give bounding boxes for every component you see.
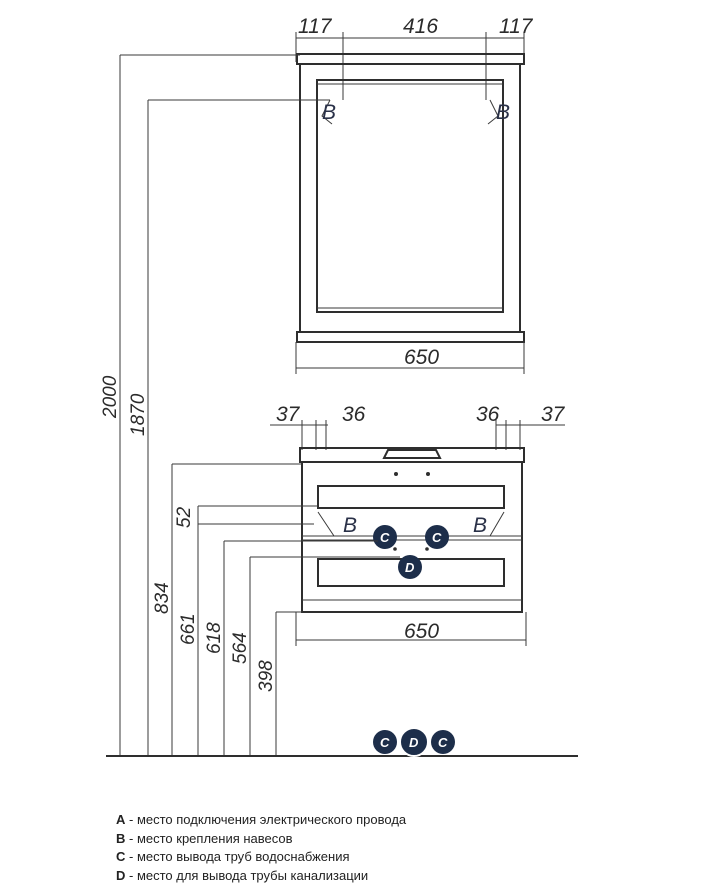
svg-text:C: C (380, 735, 390, 750)
svg-text:C: C (380, 530, 390, 545)
legend-item-d: D - место для вывода трубы канализации (116, 867, 369, 883)
marker-c-left: C (373, 525, 397, 549)
mirror-dim-left: 117 (298, 15, 333, 38)
cabinet-drawing (270, 420, 565, 646)
height-834: 834 (152, 582, 173, 614)
height-2000: 2000 (100, 375, 121, 419)
cabinet-dim-width: 650 (404, 620, 439, 643)
height-618: 618 (204, 622, 225, 654)
svg-text:C: C (432, 530, 442, 545)
height-398: 398 (256, 660, 277, 692)
cabinet-dim-right-inner: 36 (476, 403, 500, 426)
legend: A - место подключения электрического про… (116, 811, 406, 885)
mirror-hanger-left: B (322, 101, 336, 124)
height-1870: 1870 (128, 393, 149, 436)
cabinet-hanger-right: B (473, 514, 487, 537)
height-661: 661 (178, 613, 199, 645)
cabinet-dim-left-outer: 37 (276, 403, 301, 426)
mirror-drawing (295, 32, 525, 374)
mirror-dim-right: 117 (499, 15, 534, 38)
cabinet-dim-right-outer: 37 (541, 403, 566, 426)
legend-item-a: A - место подключения электрического про… (116, 812, 407, 827)
floor-marker-c-right: C (431, 730, 455, 754)
svg-text:D: D (409, 735, 419, 750)
mirror-dim-center: 416 (403, 15, 438, 38)
legend-item-c: C - место вывода труб водоснабжения (116, 849, 350, 864)
floor-marker-c-left: C (373, 730, 397, 754)
mirror-hanger-right: B (496, 101, 510, 124)
height-52: 52 (174, 506, 195, 528)
svg-text:D: D (405, 560, 415, 575)
floor-marker-d: D (399, 727, 429, 757)
height-dimension-lines (106, 54, 578, 757)
legend-item-b: B - место крепления навесов (116, 830, 293, 846)
marker-c-right: C (425, 525, 449, 549)
cabinet-hanger-left: B (343, 514, 357, 537)
mirror-dim-width: 650 (404, 346, 439, 369)
marker-d: D (398, 555, 422, 579)
cabinet-dim-left-inner: 36 (342, 403, 366, 426)
svg-text:C: C (438, 735, 448, 750)
height-564: 564 (230, 632, 251, 664)
